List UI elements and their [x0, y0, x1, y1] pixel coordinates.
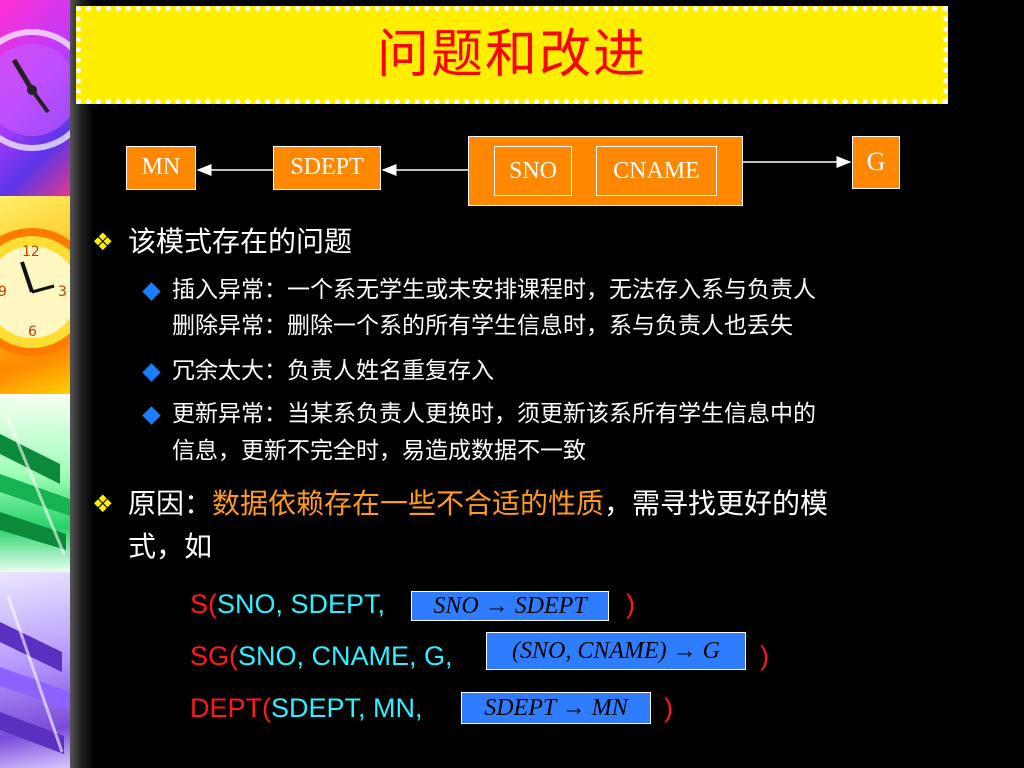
title-banner: 问题和改进 [76, 6, 948, 104]
reason-suffix: ，需寻找更好的模 [604, 487, 829, 520]
schema-dept: DEPT(SDEPT, MN, [190, 690, 423, 726]
svg-text:3: 3 [58, 284, 67, 300]
books-image-purple [0, 572, 70, 768]
bullet-update-anomaly-cont: 信息，更新不完全时，易造成数据不一致 [172, 438, 586, 464]
svg-text:6: 6 [28, 324, 37, 340]
schema-s: S(SNO, SDEPT, [190, 586, 385, 622]
schema-sg-close: ) [760, 641, 769, 671]
clock-image-yellow: 12 3 6 9 [0, 196, 70, 394]
reason-highlight: 数据依赖存在一些不合适的性质 [212, 487, 605, 520]
diagram-box-sdept: SDEPT [273, 146, 381, 190]
schema-sg-attrs: SNO, CNAME, G, [238, 641, 453, 671]
decorative-strip: 12 3 6 9 [0, 0, 70, 768]
diagram-box-cname: CNAME [596, 146, 717, 196]
bullet-insert-anomaly: 插入异常：一个系无学生或未安排课程时，无法存入系与负责人 [172, 277, 816, 303]
schema-sg-name: SG( [190, 641, 239, 671]
strip-shadow [70, 0, 94, 768]
four-diamond-bullet-icon: ❖ [92, 490, 114, 518]
fd-box-s: SNO → SDEPT [411, 591, 609, 621]
schema-s-attrs: SNO, SDEPT, [217, 589, 386, 619]
svg-text:9: 9 [0, 284, 7, 300]
schema-dept-close: ) [664, 693, 673, 723]
bullet-reason: 原因：数据依赖存在一些不合适的性质，需寻找更好的模 [128, 484, 828, 524]
schema-sg: SG(SNO, CNAME, G, [190, 638, 453, 674]
clock-image-purple [0, 0, 70, 196]
bullet-delete-anomaly: 删除异常：删除一个系的所有学生信息时，系与负责人也丢失 [172, 313, 793, 339]
schema-dept-name: DEPT( [190, 693, 271, 723]
diagram-box-sno: SNO [494, 146, 572, 196]
svg-text:12: 12 [22, 244, 40, 260]
bullet-problem: 该模式存在的问题 [128, 225, 353, 258]
diagram-box-g: G [852, 136, 900, 189]
diagram-box-mn: MN [126, 146, 196, 190]
fd-box-dept: SDEPT → MN [461, 692, 651, 724]
fd-box-sg: (SNO, CNAME) → G [486, 632, 746, 670]
bullet-reason-cont: 式，如 [128, 530, 213, 563]
four-diamond-bullet-icon: ❖ [92, 228, 114, 256]
bullet-update-anomaly: 更新异常：当某系负责人更换时，须更新该系所有学生信息中的 [172, 401, 816, 427]
schema-s-close: ) [626, 589, 635, 619]
schema-dept-attrs: SDEPT, MN, [271, 693, 423, 723]
reason-prefix: 原因： [128, 487, 213, 520]
bullet-redundancy: 冗余太大：负责人姓名重复存入 [172, 358, 494, 384]
books-image-green [0, 394, 70, 572]
page-title: 问题和改进 [376, 25, 647, 85]
schema-s-name: S( [190, 589, 217, 619]
